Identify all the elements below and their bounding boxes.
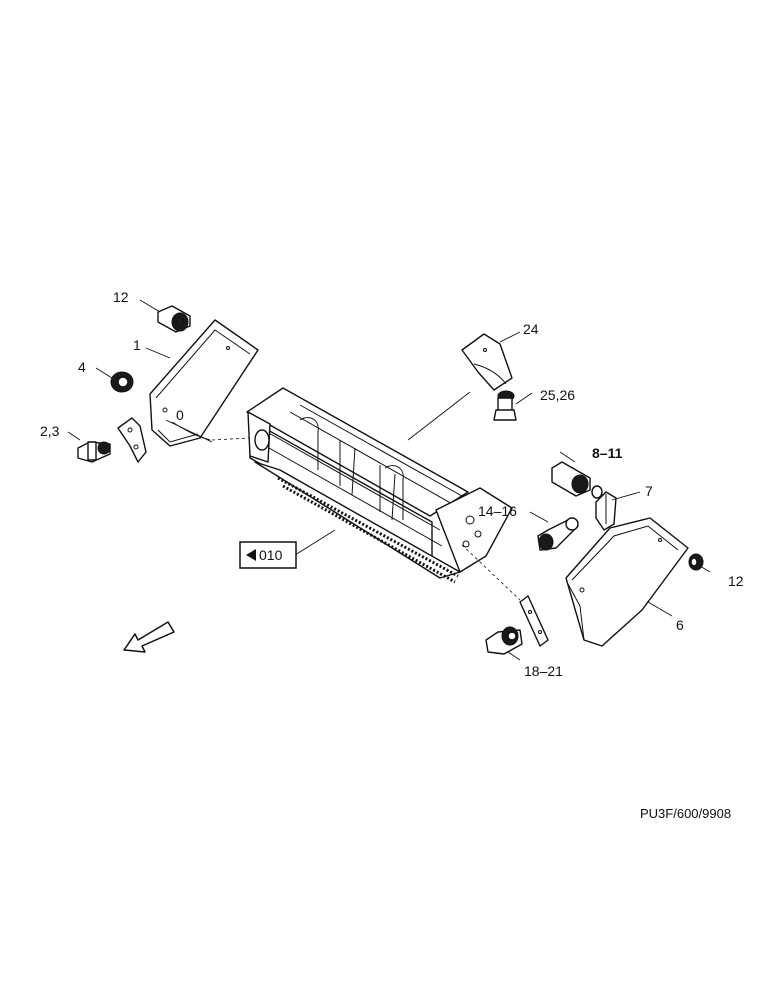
right-side-shield <box>565 517 689 647</box>
label-12-right: 12 <box>728 573 744 589</box>
bolt-18-21 <box>485 626 523 655</box>
label-24: 24 <box>523 321 539 337</box>
label-25-26: 25,26 <box>540 387 575 403</box>
triangle-left-icon <box>246 549 256 561</box>
label-7: 7 <box>645 483 653 499</box>
header-frame <box>211 387 521 601</box>
reference-box-010: 010 <box>239 541 297 569</box>
reference-box-label: 010 <box>259 547 283 563</box>
left-mount-bracket <box>117 417 147 463</box>
bolt-25-26 <box>493 390 517 421</box>
label-6: 6 <box>676 617 684 633</box>
label-0: 0 <box>176 407 184 423</box>
washer-4 <box>110 371 134 393</box>
bracket-7 <box>595 491 617 531</box>
washer-12-right <box>688 553 704 571</box>
strap-bracket <box>519 595 549 647</box>
leader-lines <box>67 299 711 661</box>
label-1: 1 <box>133 337 141 353</box>
forward-direction-arrow <box>123 621 175 653</box>
label-14-16: 14–16 <box>478 503 517 519</box>
label-4: 4 <box>78 359 86 375</box>
label-2-3: 2,3 <box>40 423 60 439</box>
drawing-code: PU3F/600/9908 <box>640 806 731 821</box>
label-12-left: 12 <box>113 289 129 305</box>
label-18-21: 18–21 <box>524 663 563 679</box>
bolt-12-left <box>157 305 191 333</box>
deflector-24 <box>461 333 513 391</box>
bolt-2-3 <box>77 441 111 463</box>
label-8-11: 8–11 <box>592 445 623 461</box>
left-side-shield <box>149 319 259 447</box>
bolt-8-11 <box>551 461 603 499</box>
bolt-14-16 <box>537 517 579 551</box>
